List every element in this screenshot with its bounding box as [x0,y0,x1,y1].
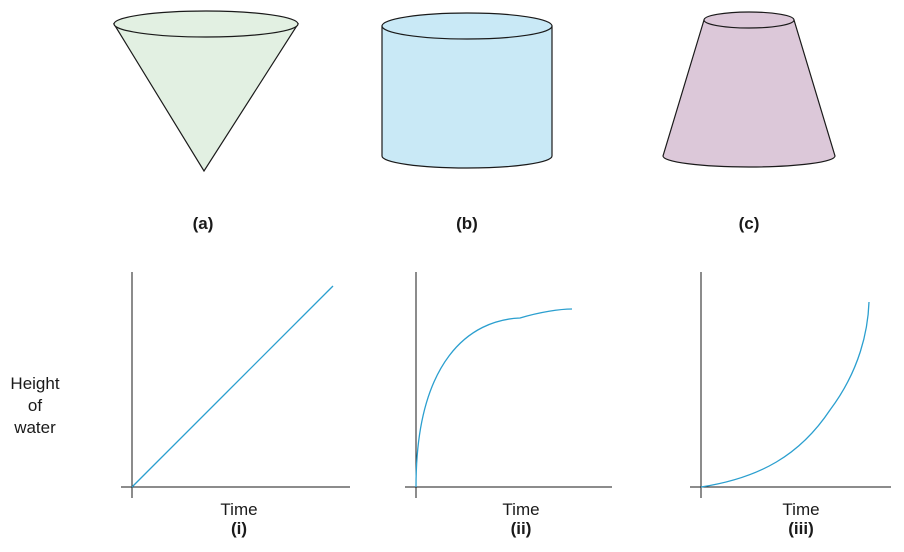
graph-i-x-label: Time [179,501,299,519]
graph-iii [690,272,891,498]
frustum-top [704,12,794,28]
y-axis-label-line-2: of [0,395,70,417]
graph-ii-label: (ii) [481,519,561,539]
shape-label-c: (c) [719,214,779,234]
frustum-body [663,20,835,167]
graph-iii-curve [701,302,869,487]
y-axis-label-line-3: water [0,417,70,439]
cone-body [114,24,298,171]
cone-shape [114,11,298,171]
cone-rim [114,11,298,37]
cylinder-shape [382,13,552,168]
y-axis-label: Height of water [0,373,70,439]
shape-label-b: (b) [437,214,497,234]
graph-iii-label: (iii) [761,519,841,539]
shape-label-a: (a) [173,214,233,234]
graph-ii-x-label: Time [461,501,581,519]
graph-iii-x-label: Time [741,501,861,519]
y-axis-label-line-1: Height [0,373,70,395]
graph-i [121,272,350,498]
cylinder-top [382,13,552,39]
cylinder-body [382,26,552,168]
graph-i-curve [132,286,333,487]
graph-ii [405,272,612,498]
graph-ii-curve [416,309,572,487]
graph-i-label: (i) [199,519,279,539]
frustum-shape [663,12,835,167]
